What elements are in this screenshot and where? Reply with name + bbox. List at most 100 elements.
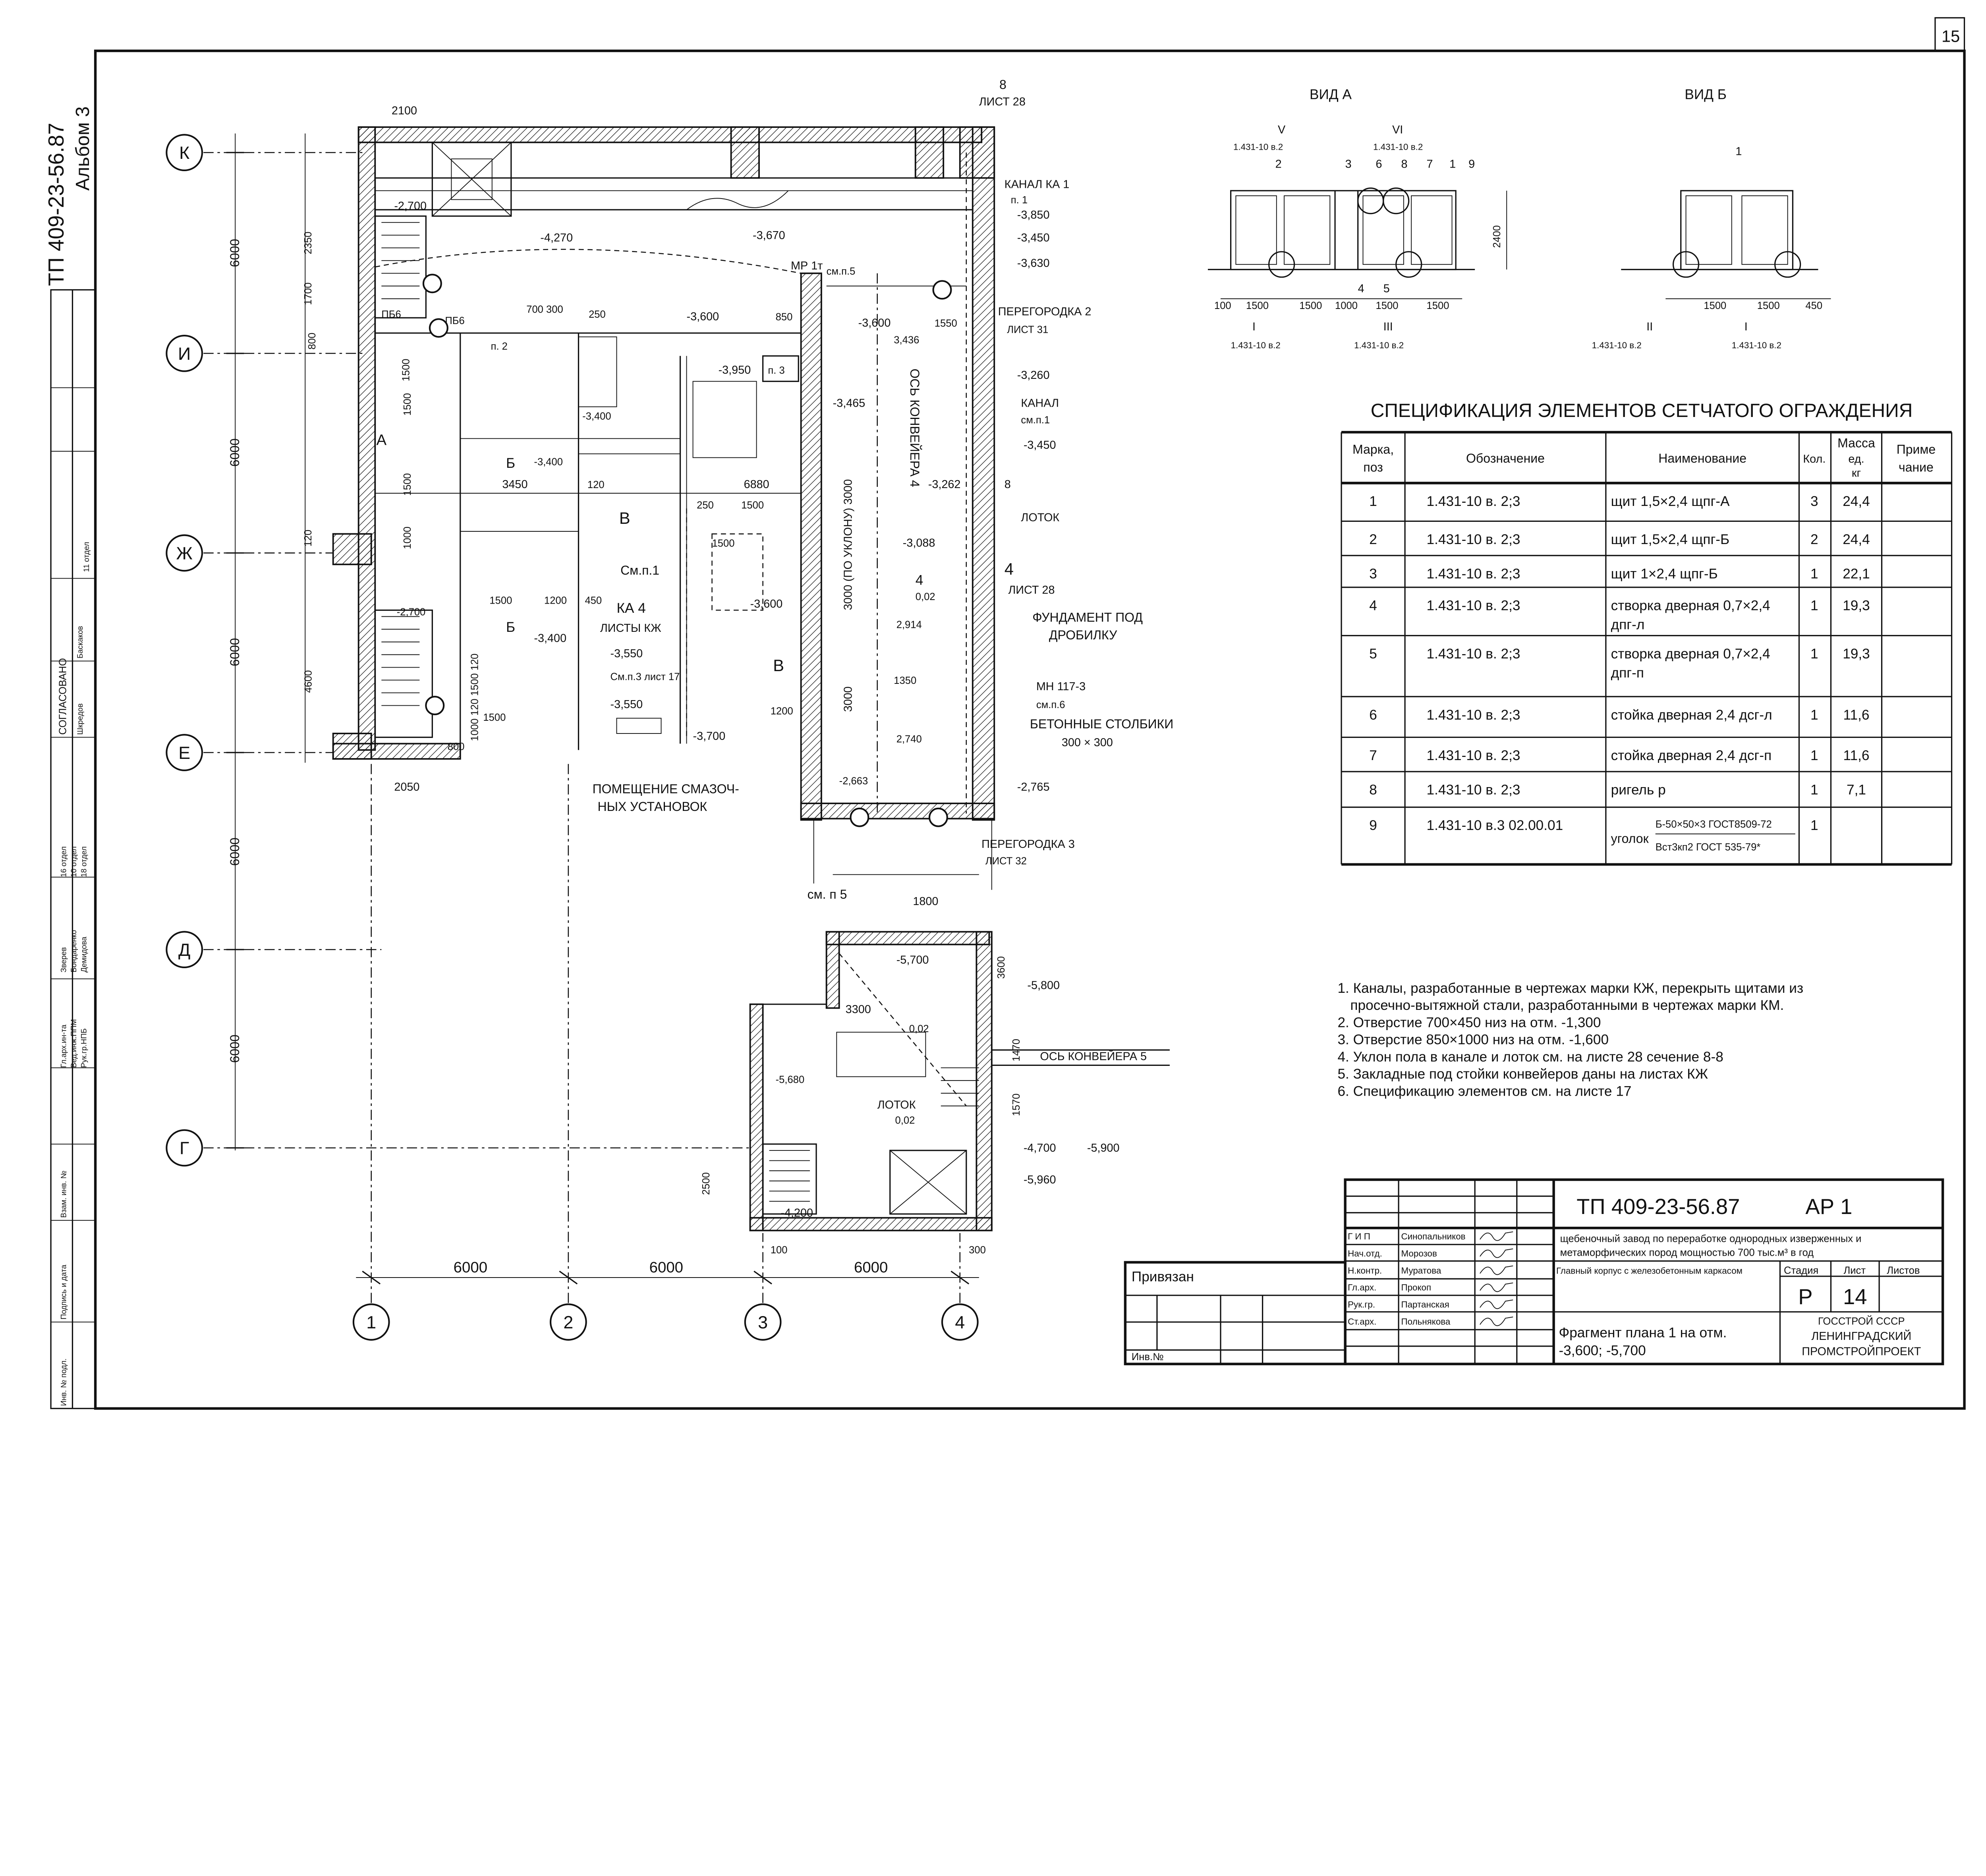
doc-mark: АР 1	[1805, 1195, 1852, 1219]
signer-role: Ст.арх.	[1348, 1316, 1376, 1326]
plan-annotation: 100	[771, 1245, 788, 1256]
plan-annotation: 800	[448, 741, 465, 753]
plan-annotation: -3,450	[1017, 232, 1050, 244]
plan-annotation: ЛОТОК	[1021, 511, 1059, 524]
plan-annotation: Б	[506, 455, 515, 471]
view-annotation: II	[1646, 320, 1653, 333]
column-header: Марка,	[1352, 442, 1394, 457]
plan-annotation: -3,400	[534, 632, 566, 645]
spec-quantity: 3	[1810, 494, 1818, 509]
signer-name: Прокоп	[1401, 1283, 1432, 1293]
note-line: 5. Закладные под стойки конвейеров даны …	[1337, 1066, 1708, 1082]
plan-annotation: 2350	[303, 232, 314, 254]
plan-annotation: -4,200	[780, 1206, 813, 1219]
plan-annotation: ЛИСТ 32	[985, 856, 1027, 867]
axis-row-label: К	[179, 143, 189, 163]
stamp-entry: Шкредов	[76, 703, 85, 735]
view-annotation: 1000	[1335, 300, 1358, 311]
view-annotation: I	[1745, 320, 1748, 333]
signer-role: Нач.отд.	[1348, 1249, 1382, 1258]
plan-annotation: 3450	[502, 478, 527, 491]
spec-mass: 11,6	[1843, 748, 1870, 763]
plan-annotation: -3,950	[719, 364, 751, 376]
plan-annotation: ЛИСТ 28	[979, 96, 1026, 108]
stamp-entry: Инв. № подл.	[60, 1359, 68, 1406]
doc-code-vertical: ТП 409-23-56.87	[44, 123, 68, 286]
stamp-entry: 11 отдел	[83, 542, 91, 572]
signer-name: Польнякова	[1401, 1316, 1451, 1326]
signature	[1480, 1299, 1513, 1309]
plan-annotation: ЛОТОК	[877, 1098, 916, 1111]
plan-annotation: -2,765	[1017, 781, 1050, 793]
view-annotation: I	[1252, 320, 1256, 333]
spec-name: ригель р	[1611, 782, 1666, 798]
column-header: поз	[1363, 460, 1383, 475]
plan-annotation: ПОМЕЩЕНИЕ СМАЗОЧ-	[593, 782, 739, 796]
note-line: 4. Уклон пола в канале и лоток см. на ли…	[1337, 1049, 1723, 1065]
axis-bubble	[166, 1129, 203, 1167]
project-name: щебеночный завод по переработке однородн…	[1560, 1233, 1862, 1244]
spec-position: 3	[1369, 566, 1377, 581]
plan-annotation: БЕТОННЫЕ СТОЛБИКИ	[1030, 717, 1173, 731]
spec-mass: 24,4	[1843, 532, 1870, 547]
plan-annotation: МН 117-3	[1036, 680, 1086, 693]
spec-name-fraction-top: Б-50×50×3 ГОСТ8509-72	[1656, 819, 1772, 830]
view-annotation: VI	[1392, 124, 1403, 136]
column-header: Наименование	[1658, 451, 1746, 465]
spec-position: 9	[1369, 818, 1377, 833]
view-annotation: 6	[1376, 158, 1382, 171]
view-annotation: 1500	[1299, 300, 1322, 311]
plan-annotation: 1500	[401, 359, 412, 381]
dimension-label: 6000	[228, 438, 242, 467]
plan-annotation: -2,663	[839, 776, 868, 787]
axis-column-label: 1	[366, 1312, 376, 1332]
plan-annotation: -3,550	[610, 647, 643, 660]
dimension-label: 6000	[228, 1035, 242, 1063]
view-a	[1207, 187, 1507, 299]
view-annotation: 1500	[1427, 300, 1449, 311]
signature	[1480, 1265, 1513, 1275]
plan-annotation: 2100	[392, 104, 417, 117]
view-annotation: 100	[1214, 300, 1231, 311]
view-annotation: 1500	[1376, 300, 1399, 311]
view-annotation: V	[1278, 124, 1286, 136]
view-annotation: 1	[1449, 158, 1456, 171]
drawing-title: Фрагмент плана 1 на отм.	[1559, 1325, 1727, 1340]
axis-column-label: 3	[758, 1312, 768, 1332]
signature	[1480, 1231, 1513, 1241]
plan-annotation: -4,270	[540, 232, 573, 244]
plan-annotation: -3,260	[1017, 369, 1050, 382]
plan-annotation: -5,680	[776, 1074, 805, 1085]
spec-position: 5	[1369, 646, 1377, 662]
plan-annotation: ОСЬ КОНВЕЙЕРА 5	[1040, 1050, 1147, 1063]
axis-bubble	[166, 334, 203, 372]
plan-annotation: -3,400	[582, 411, 611, 422]
plan-annotation: 1500	[489, 595, 512, 606]
plan-annotation: 4600	[303, 670, 314, 693]
plan-annotation: В	[773, 656, 784, 675]
plan-annotation: В	[619, 509, 630, 527]
page-number: 15	[1942, 27, 1960, 46]
spec-code: 1.431-10 в. 2;3	[1427, 566, 1520, 581]
stamp-entry: 10 отдел	[70, 846, 78, 877]
plan-annotation: см.п.5	[827, 266, 856, 277]
view-annotation: 7	[1427, 158, 1433, 171]
view-annotation: 4	[1358, 282, 1364, 295]
organization: ПРОМСТРОЙПРОЕКТ	[1802, 1344, 1921, 1358]
plan-annotation: -3,700	[693, 730, 726, 743]
view-annotation: 1.431-10 в.2	[1354, 340, 1404, 350]
spec-position: 8	[1369, 782, 1377, 798]
spec-quantity: 1	[1810, 707, 1818, 723]
plan-annotation: 0,02	[916, 591, 935, 602]
stamp-entry: Гл.арх.ин-та	[60, 1025, 68, 1068]
plan-annotation: 700 300	[526, 304, 563, 315]
column-header: ед.	[1848, 453, 1864, 465]
spec-title: СПЕЦИФИКАЦИЯ ЭЛЕМЕНТОВ СЕТЧАТОГО ОГРАЖДЕ…	[1371, 400, 1913, 421]
spec-position: 2	[1369, 532, 1377, 547]
axis-row-label: Д	[178, 940, 190, 960]
spec-code: 1.431-10 в. 2;3	[1427, 494, 1520, 509]
view-annotation: 5	[1383, 282, 1390, 295]
plan-annotation: -3,465	[833, 397, 865, 409]
dimension-label: 6000	[649, 1259, 683, 1276]
plan-annotation: ПЕРЕГОРОДКА 3	[981, 838, 1075, 851]
